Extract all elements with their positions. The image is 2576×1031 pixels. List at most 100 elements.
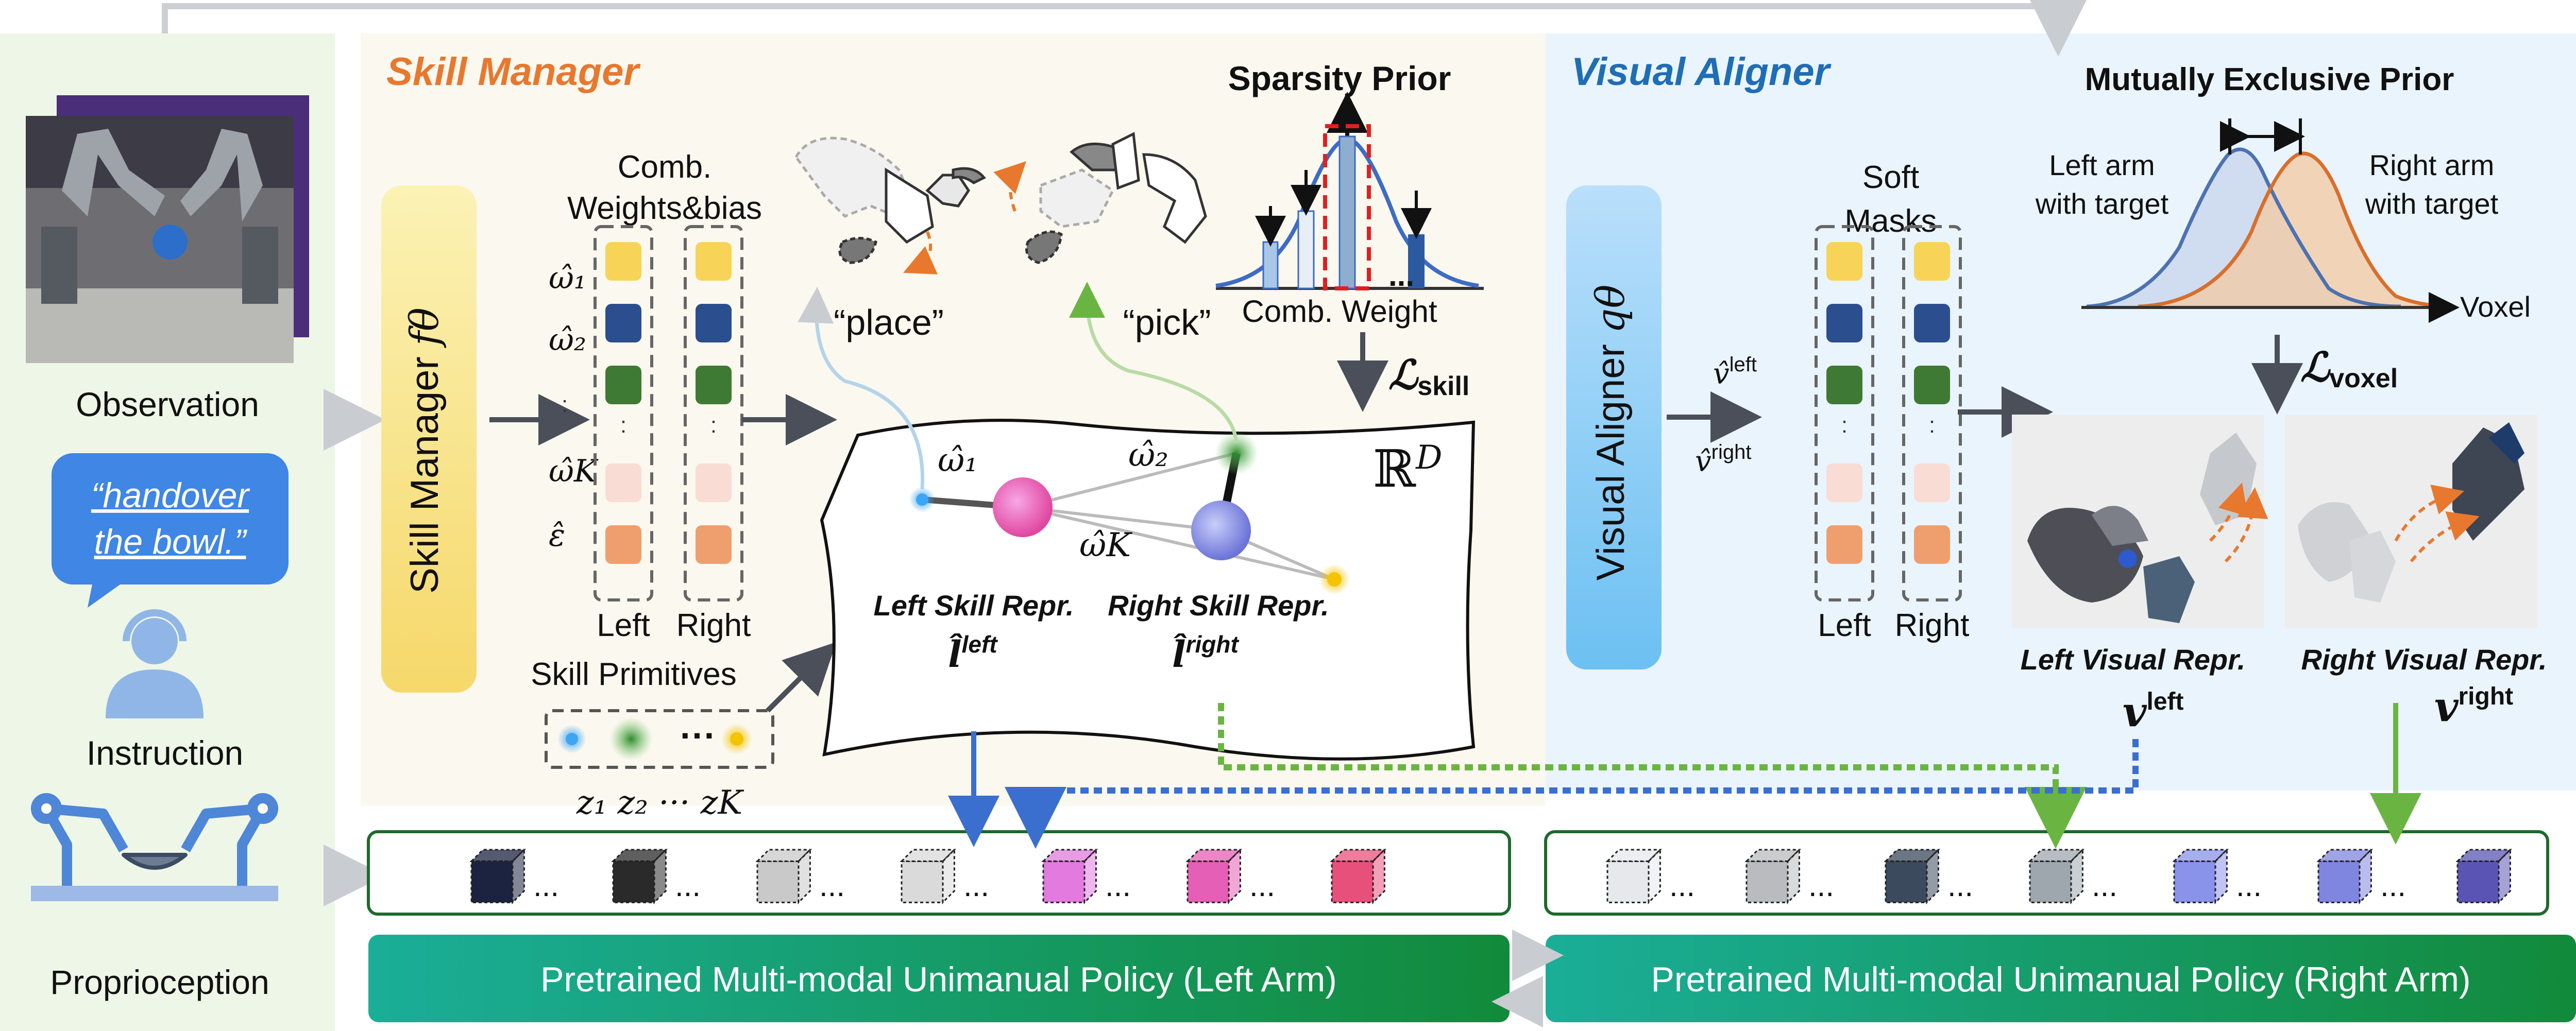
weight-symbol-4: ε̂ [549, 518, 565, 554]
weight-symbol-3: ω̂K [549, 453, 599, 489]
soft-masks-label-line2: Masks [1844, 203, 1937, 239]
left-token-ellipsis-3: ... [819, 868, 845, 903]
mutex-prior-chart [2081, 118, 2460, 323]
left-token-2 [611, 848, 668, 905]
weight-symbol-1: ω̂₁ [549, 260, 586, 296]
va-left-square-5 [1826, 525, 1862, 564]
right-arm-target-line1: Right arm [2369, 149, 2495, 181]
right-skill-repr-label: Right Skill Repr. [1108, 589, 1329, 622]
right-arm-target-line2: with target [2365, 187, 2499, 220]
va-left-square-2 [1826, 304, 1862, 342]
left-token-ellipsis-2: ... [675, 868, 701, 903]
left-token-6 [1185, 848, 1243, 905]
va-left-square-4 [1826, 463, 1862, 502]
right-skill-to-strip-arrow [1218, 703, 2087, 849]
right-token-2 [1744, 848, 1802, 905]
left-token-3 [755, 848, 812, 905]
dual-arm-robot-icon [31, 793, 278, 901]
va-left-square-3 [1826, 366, 1862, 404]
sparsity-ellipsis: ... [1388, 258, 1414, 293]
va-right-square-2 [1914, 304, 1950, 342]
pick-motion-arrow [993, 161, 1026, 212]
right-mask-column: : [1902, 225, 1962, 602]
right-token-ellipsis-3: ... [1947, 868, 1973, 903]
weights-col-left-label: Left [597, 608, 650, 643]
comb-weights-label-line1: Comb. [618, 149, 712, 185]
weight-symbol-2: ω̂₂ [549, 322, 586, 358]
left-mask-column: : [1815, 225, 1874, 602]
left-policy-box [368, 935, 1510, 1022]
voxel-xlabel: Voxel [2460, 290, 2531, 323]
pick-skill-sketch [1025, 132, 1207, 264]
right-token-6 [2316, 848, 2374, 905]
right-skill-to-pick-arrow [1069, 282, 1239, 443]
omega2-label: ω̂₂ [1128, 436, 1168, 474]
sm-right-square-1 [696, 242, 732, 281]
sm-left-square-1 [605, 242, 641, 281]
instruction-text-line2: the bowl.” [94, 522, 248, 561]
right-token-ellipsis-4: ... [2092, 868, 2117, 903]
left-tokens: .................. [469, 848, 1387, 905]
primitives-to-space-arrow [766, 642, 837, 713]
right-tokens: .................. [1605, 848, 2513, 905]
soft-masks-label-line1: Soft [1862, 160, 1919, 195]
z-labels: z₁ z₂ ··· zK [576, 784, 744, 822]
sm-left-square-3 [605, 366, 641, 404]
primitive-z2 [609, 717, 653, 761]
left-arm-target-line2: with target [2035, 187, 2169, 220]
right-token-ellipsis-2: ... [1808, 868, 1834, 903]
va-right-frame [1902, 225, 1962, 602]
right-token-1 [1605, 848, 1663, 905]
space-symbol: ℝD [1373, 439, 1442, 499]
primitive-dots: ··· [680, 715, 716, 755]
sm-left-frame [594, 225, 653, 602]
skill-manager-module [381, 185, 477, 693]
sm-left-square-5 [605, 525, 641, 564]
skill-graph [909, 432, 1350, 595]
left-token-ellipsis-1: ... [533, 868, 559, 903]
left-visual-repr-label: Left Visual Repr. [2021, 643, 2246, 676]
va-right-vdots: : [1929, 413, 1935, 438]
left-skill-repr-label: Left Skill Repr. [874, 589, 1074, 622]
right-token-ellipsis-5: ... [2236, 868, 2262, 903]
skill-primitives-box [545, 709, 774, 769]
left-token-5 [1041, 848, 1098, 905]
left-visual-repr-image [2012, 415, 2268, 628]
sm-right-square-3 [696, 366, 732, 404]
skill-primitives-label: Skill Primitives [531, 657, 737, 692]
v-left-hat-label: v̂left [1713, 353, 1757, 391]
right-token-3 [1884, 848, 1941, 905]
visual-aligner-panel [1546, 33, 2576, 791]
left-token-ellipsis-6: ... [1249, 868, 1275, 903]
left-skill-to-place-arrow [798, 287, 925, 490]
masks-col-left-label: Left [1818, 608, 1871, 643]
right-policy-box [1546, 935, 2576, 1022]
sm-right-square-2 [696, 304, 732, 342]
va-right-square-1 [1914, 242, 1950, 281]
left-skill-symbol: l̂left [948, 631, 998, 676]
va-left-frame [1815, 225, 1874, 602]
left-token-ellipsis-4: ... [963, 868, 989, 903]
visual-aligner-title: Visual Aligner [1571, 50, 1832, 94]
skill-manager-module-label: Skill Manager fθ [401, 307, 447, 593]
left-arm-target-line1: Left arm [2049, 149, 2155, 181]
v-right-label: vright [2434, 682, 2513, 731]
left-token-1 [469, 848, 527, 905]
skill-manager-title: Skill Manager [386, 50, 641, 94]
observation-image [26, 95, 309, 363]
weights-col-right-label: Right [676, 608, 751, 643]
left-weight-column: : [594, 225, 653, 602]
proprioception-label: Proprioception [50, 963, 269, 1001]
sparsity-prior-title: Sparsity Prior [1228, 59, 1451, 97]
right-token-ellipsis-6: ... [2380, 868, 2406, 903]
sparsity-xlabel: Comb. Weight [1242, 294, 1437, 329]
va-left-square-1 [1826, 242, 1862, 281]
omegak-label: ω̂K [1079, 526, 1132, 564]
left-visual-to-strip-arrow [1005, 739, 2139, 849]
instruction-bubble [52, 453, 289, 608]
right-skill-symbol: l̂right [1172, 631, 1239, 676]
visual-aligner-module [1566, 185, 1662, 669]
instruction-text-line1: “handover [91, 476, 250, 515]
instruction-label: Instruction [87, 734, 243, 772]
